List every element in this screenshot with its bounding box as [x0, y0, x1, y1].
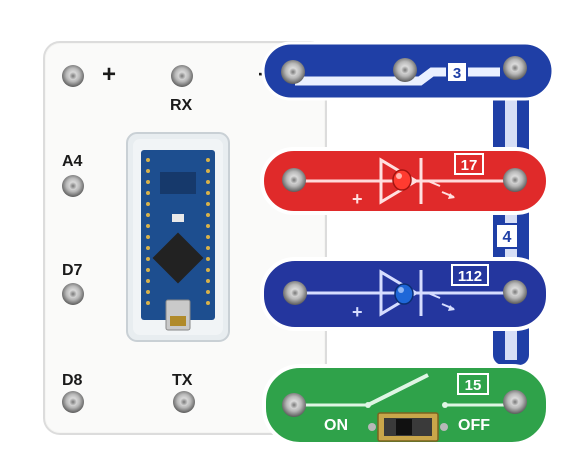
- pin-headers: [146, 158, 210, 305]
- stud-d7: [62, 283, 84, 305]
- switch-number: 15: [465, 377, 482, 394]
- stud-blue-left: [283, 281, 307, 305]
- stud-switch-left: [282, 393, 306, 417]
- top-wire-number: 3: [453, 65, 461, 82]
- tx-label: TX: [172, 372, 193, 389]
- switch-module: 15 ON OFF: [262, 364, 550, 446]
- led-symbol: [379, 269, 419, 317]
- arduino-nano-module: [126, 132, 230, 342]
- rx-label: RX: [170, 97, 193, 114]
- stud-top-left: [281, 60, 305, 84]
- red-led-number: 17: [461, 157, 478, 174]
- d7-label: D7: [62, 262, 83, 279]
- stud-plus: [62, 65, 84, 87]
- switch-on-label: ON: [324, 417, 348, 434]
- stud-top-mid: [393, 58, 417, 82]
- stud-red-right: [503, 168, 527, 192]
- switch-off-label: OFF: [458, 417, 490, 434]
- plus-label: +: [102, 61, 116, 88]
- switch-lever-symbol: [367, 373, 429, 407]
- vertical-wire-number: 4: [503, 229, 512, 246]
- blue-led-light: [394, 283, 414, 305]
- stud-a4: [62, 175, 84, 197]
- stud-switch-right: [503, 390, 527, 414]
- red-led-light: [392, 169, 412, 191]
- stud-red-left: [282, 168, 306, 192]
- stud-top-right: [503, 56, 527, 80]
- stud-blue-right: [503, 280, 527, 304]
- slide-switch-knob[interactable]: [396, 419, 412, 435]
- red-led-module: + 17: [260, 147, 550, 215]
- stud-d8: [62, 391, 84, 413]
- blue-led-number: 112: [458, 268, 482, 285]
- blue-led-polarity: +: [352, 302, 363, 322]
- slide-switch[interactable]: [368, 412, 448, 442]
- stud-rx: [171, 65, 193, 87]
- a4-label: A4: [62, 153, 83, 170]
- top-wire-3: 3: [261, 41, 555, 101]
- blue-led-module: + 112: [260, 257, 550, 331]
- red-led-polarity: +: [352, 189, 363, 209]
- d8-label: D8: [62, 372, 83, 389]
- stud-tx: [173, 391, 195, 413]
